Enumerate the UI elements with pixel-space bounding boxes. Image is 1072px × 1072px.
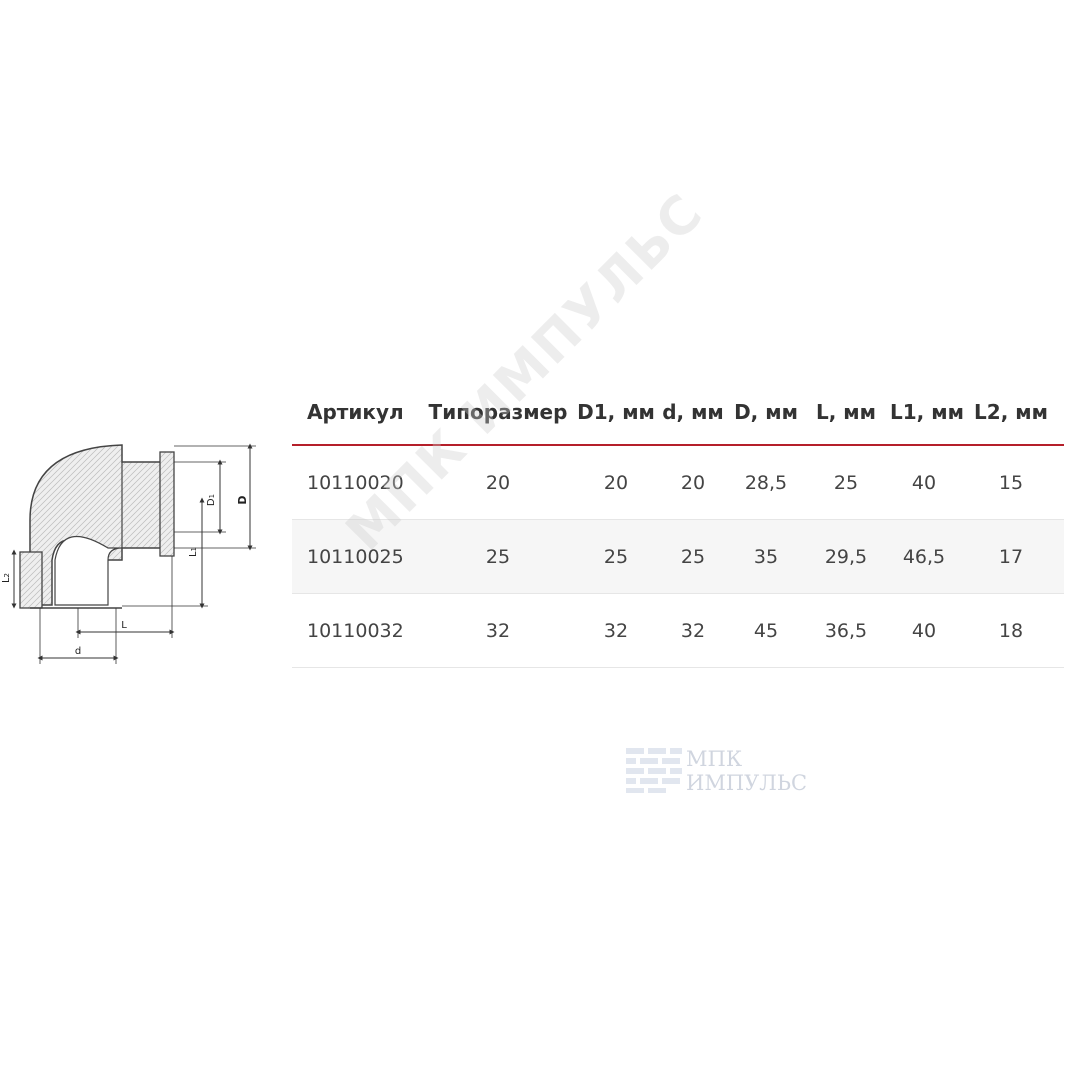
cell-d-small: 20	[656, 445, 730, 520]
cell-l1: 46,5	[890, 519, 958, 594]
cell-d1: 20	[576, 445, 656, 520]
cell-d-small: 25	[656, 519, 730, 594]
header-d1: D1, мм	[576, 380, 656, 446]
header-d-small: d, мм	[656, 380, 730, 446]
table-header-row: Артикул Типоразмер D1, мм d, мм D, мм L,…	[292, 380, 1064, 446]
logo-text-line1: МПК	[686, 747, 742, 771]
header-article: Артикул	[292, 380, 420, 446]
cell-d: 45	[730, 593, 802, 668]
dim-label-L1: L1	[188, 547, 199, 557]
table-row: 10110025 25 25 25 35 29,5 46,5 17	[292, 519, 1064, 594]
cell-l1: 40	[890, 593, 958, 668]
cell-l: 25	[802, 445, 890, 520]
dim-label-D: D	[236, 495, 249, 504]
cell-d-small: 32	[656, 593, 730, 668]
header-l: L, мм	[802, 380, 890, 446]
header-d: D, мм	[730, 380, 802, 446]
spigot-rim	[159, 451, 175, 557]
dim-label-L: L	[121, 620, 127, 631]
cell-d1: 25	[576, 519, 656, 594]
dim-label-L2: L2	[1, 573, 12, 583]
cell-l2: 18	[958, 593, 1064, 668]
cell-l1: 40	[890, 445, 958, 520]
elbow-drawing: D D1 L1 L2 L d	[1, 443, 256, 664]
cell-size: 32	[420, 593, 576, 668]
table-row: 10110020 20 20 20 28,5 25 40 15	[292, 445, 1064, 520]
header-l1: L1, мм	[890, 380, 964, 446]
dim-label-D1: D1	[206, 494, 217, 506]
logo-brick-icon	[626, 748, 682, 793]
company-logo: МПК ИМПУЛЬС	[626, 747, 807, 795]
inner-bore	[54, 462, 123, 606]
cell-d1: 32	[576, 593, 656, 668]
cell-size: 20	[420, 445, 576, 520]
dim-label-d: d	[75, 646, 81, 657]
header-size: Типоразмер	[420, 380, 576, 446]
cell-article: 10110032	[292, 593, 420, 668]
logo-text-line2: ИМПУЛЬС	[686, 771, 807, 795]
cell-l: 29,5	[802, 519, 890, 594]
cell-d: 28,5	[730, 445, 802, 520]
cell-l2: 15	[958, 445, 1064, 520]
socket-rim-left	[19, 551, 43, 609]
cell-l2: 17	[958, 519, 1064, 594]
cell-article: 10110020	[292, 445, 420, 520]
cell-d: 35	[730, 519, 802, 594]
cell-l: 36,5	[802, 593, 890, 668]
table-row: 10110032 32 32 32 45 36,5 40 18	[292, 593, 1064, 668]
header-l2: L2, мм	[958, 380, 1064, 446]
cell-size: 25	[420, 519, 576, 594]
cell-article: 10110025	[292, 519, 420, 594]
spec-table: Артикул Типоразмер D1, мм d, мм D, мм L,…	[292, 380, 1064, 668]
